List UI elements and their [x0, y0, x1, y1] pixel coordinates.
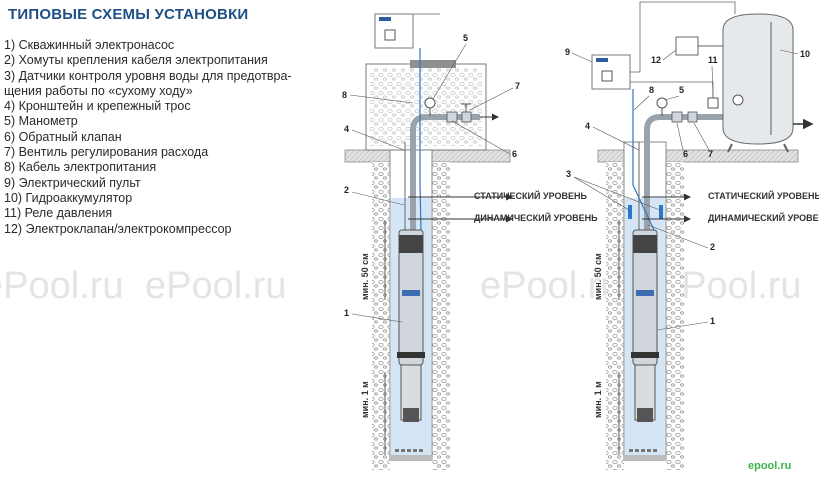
electrovalve-box [675, 36, 699, 56]
callout-number: 11 [708, 55, 718, 65]
callout-number: 12 [651, 55, 661, 65]
site-logo: epool.ru [748, 460, 791, 472]
left-scheme [344, 13, 511, 470]
legend-item: 7) Вентиль регулирования расхода [4, 145, 209, 160]
discharge-pipe [644, 114, 735, 230]
gravel-wall [606, 162, 624, 470]
watermark: ePool.ru [480, 265, 622, 307]
callout-number: 1 [710, 316, 715, 326]
check-valve-icon [446, 111, 458, 123]
callout-number: 9 [565, 47, 570, 57]
callout-number: 8 [649, 85, 654, 95]
legend-item: 2) Хомуты крепления кабеля электропитани… [4, 53, 268, 68]
legend-item: 3) Датчики контроля уровня воды для пред… [4, 68, 292, 98]
legend-item: 10) Гидроаккумулятор [4, 190, 133, 205]
legend-item: 5) Манометр [4, 114, 78, 129]
min-1m-label: мин. 1 м [360, 381, 370, 418]
tank-manometer-icon [732, 94, 744, 106]
gravel-wall [372, 162, 390, 470]
callout-number: 6 [512, 149, 517, 159]
manometer-icon [656, 97, 668, 109]
callout-number: 4 [585, 121, 590, 131]
callout-number: 8 [342, 90, 347, 100]
well-bottom [624, 455, 666, 461]
callout-number: 7 [708, 149, 713, 159]
callout-number: 3 [566, 169, 571, 179]
callout-number: 6 [683, 149, 688, 159]
callout-number: 4 [344, 124, 349, 134]
legend-item: 11) Реле давления [4, 206, 113, 221]
legend-item: 6) Обратный клапан [4, 129, 122, 144]
static-level-label: СТАТИЧЕСКИЙ УРОВЕНЬ [474, 190, 587, 201]
callout-number: 2 [344, 185, 349, 195]
page-title: ТИПОВЫЕ СХЕМЫ УСТАНОВКИ [8, 6, 249, 23]
level-sensor [659, 205, 663, 219]
pressure-tank [722, 13, 794, 145]
dynamic-level-label: ДИНАМИЧЕСКИЙ УРОВЕНЬ [474, 212, 598, 223]
manometer-icon [424, 97, 436, 109]
callout-number: 5 [463, 33, 468, 43]
pressure-switch-icon [707, 97, 719, 109]
check-valve-icon [671, 111, 683, 123]
right-callouts: 9 12 11 10 8 5 4 6 7 3 2 1 [565, 47, 810, 331]
power-cable [632, 89, 655, 231]
gravel-wall [432, 162, 450, 470]
right-scheme [591, 1, 814, 470]
dynamic-level-label: ДИНАМИЧЕСКИЙ УРОВЕНЬ [708, 212, 819, 223]
static-level-label: СТАТИЧЕСКИЙ УРОВЕНЬ [708, 190, 819, 201]
legend-item: 4) Кронштейн и крепежный трос [4, 99, 191, 114]
legend-item: 12) Электроклапан/электрокомпрессор [4, 221, 232, 236]
level-sensor [628, 205, 632, 219]
callout-number: 1 [344, 308, 349, 318]
watermark: ePool.ru [145, 265, 287, 307]
discharge-pipe [410, 114, 480, 230]
callout-number: 10 [800, 49, 810, 59]
well-bottom [390, 455, 432, 461]
power-cable [419, 48, 422, 231]
legend-item: 8) Кабель электропитания [4, 160, 157, 175]
callout-number: 5 [679, 85, 684, 95]
flow-valve-icon [687, 111, 698, 123]
callout-number: 2 [710, 242, 715, 252]
min-50-label: мин. 50 см [593, 253, 603, 300]
legend-item: 9) Электрический пульт [4, 175, 141, 190]
gravel-wall [666, 162, 684, 470]
legend-list: 1) Скважинный электронасос 2) Хомуты кре… [4, 38, 304, 237]
chamber-lid [410, 60, 456, 68]
callout-number: 7 [515, 81, 520, 91]
min-1m-label: мин. 1 м [593, 381, 603, 418]
left-callouts: 8 5 7 4 6 2 1 [342, 33, 520, 323]
legend-item: 1) Скважинный электронасос [4, 38, 175, 52]
min-50-label: мин. 50 см [360, 253, 370, 300]
flow-valve-icon [461, 111, 472, 123]
watermark: ePool.ru [0, 265, 124, 307]
